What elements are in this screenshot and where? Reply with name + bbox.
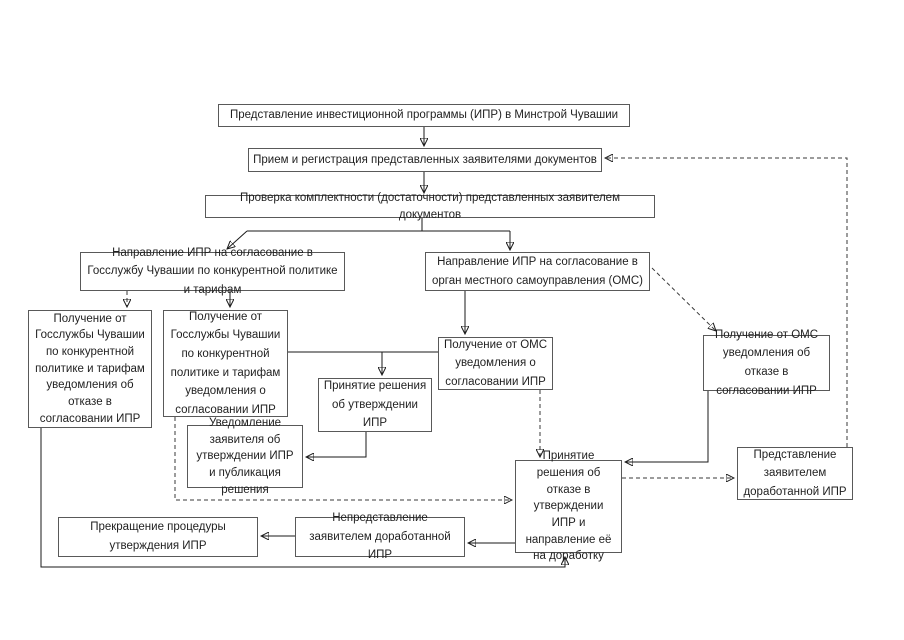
box-send-to-oms: Направление ИПР на согласование в орган … bbox=[425, 252, 650, 291]
box-notify-approval-publication: Уведомление заявителя об утверждении ИПР… bbox=[187, 417, 303, 496]
box-send-to-gos-service: Направление ИПР на согласование в Госслу… bbox=[80, 247, 345, 296]
box-submit-ipr: Представление инвестиционной программы (… bbox=[218, 104, 630, 127]
connector-oms-refuse-to-decision-refuse bbox=[625, 391, 709, 462]
box-oms-refusal-notice: Получение от ОМС уведомления об отказе в… bbox=[703, 329, 830, 397]
box-completeness-check: Проверка комплектности (достаточности) п… bbox=[205, 192, 655, 221]
box-gos-refusal-notice: Получение от Госслужбы Чувашии по конкур… bbox=[28, 310, 152, 428]
connector-decision-approve-to-notify bbox=[306, 432, 367, 457]
box-no-resubmission: Непредставление заявителем доработанной … bbox=[295, 512, 465, 561]
box-decision-approve: Принятие решения об утверждении ИПР bbox=[318, 378, 432, 432]
box-terminate-procedure: Прекращение процедуры утверждения ИПР bbox=[58, 517, 258, 557]
box-gos-approval-notice: Получение от Госслужбы Чувашии по конкур… bbox=[163, 310, 288, 417]
box-oms-approval-notice: Получение от ОМС уведомления о согласова… bbox=[438, 337, 553, 390]
connector-gos-refuse-to-decision-refuse bbox=[40, 428, 565, 568]
connector-oms-send-to-oms-refuse bbox=[651, 267, 716, 331]
connector-check-to-gos-send bbox=[227, 230, 248, 249]
connector-resubmit-to-reception bbox=[605, 158, 848, 447]
box-resubmit-reworked-ipr: Представление заявителем доработанной ИП… bbox=[737, 447, 853, 500]
box-decision-refuse-rework: Принятие решения об отказе в утверждении… bbox=[515, 450, 622, 562]
box-reception-registration: Прием и регистрация представленных заяви… bbox=[248, 148, 602, 172]
